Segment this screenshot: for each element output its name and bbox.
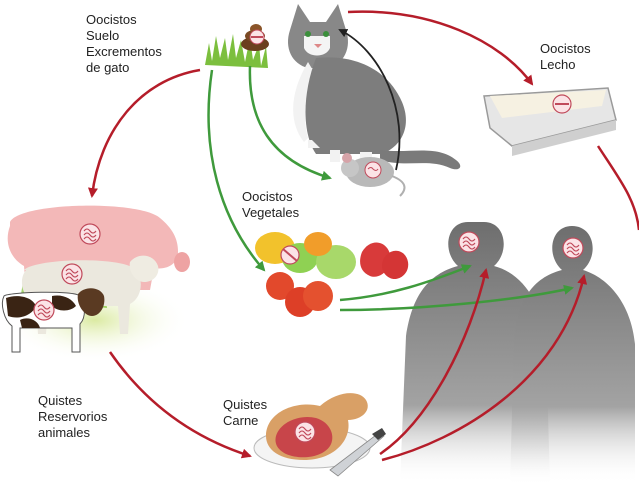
feces-icon (241, 24, 269, 51)
label-meat-line1: Quistes (223, 397, 268, 412)
label-vegetables-line2: Vegetales (242, 205, 300, 220)
arrow-soil-to-vegetables (207, 69, 266, 272)
label-litter-line1: Oocistos (540, 41, 591, 56)
vegetables-icon (255, 232, 409, 317)
label-soil-line2: Suelo (86, 28, 120, 43)
meat-icon (253, 393, 386, 477)
transmission-arrows (88, 10, 639, 462)
mouse-icon (341, 153, 406, 197)
arrow-feces-to-mouse (248, 65, 332, 181)
label-meat-cysts: Quistes Carne (223, 397, 267, 429)
litter-box-icon (483, 87, 617, 156)
label-litter-oocysts: Oocistos Lecho (540, 41, 591, 73)
animal-reservoirs (0, 205, 190, 362)
label-animals-line1: Quistes (38, 393, 83, 408)
cat-icon (288, 4, 461, 170)
arrow-vegetables-to-human2 (339, 284, 574, 312)
human-silhouette-icon (510, 226, 635, 484)
arrow-litter-to-humans (596, 145, 639, 231)
label-litter-line2: Lecho (540, 57, 576, 72)
label-animals-line3: animales (38, 425, 91, 440)
label-soil-line1: Oocistos (86, 12, 137, 27)
arrow-vegetables-to-human1 (339, 264, 472, 302)
arrow-meat-to-human2 (381, 274, 588, 462)
cow-icon (1, 288, 105, 353)
arrow-soil-to-animals (88, 68, 201, 198)
label-vegetables-line1: Oocistos (242, 189, 293, 204)
label-soil-line4: de gato (86, 60, 130, 75)
arrow-meat-to-human1 (379, 268, 490, 456)
label-soil-oocysts: Oocistos Suelo Excrementos de gato (86, 12, 162, 76)
grass-icon (205, 34, 268, 68)
arrow-animals-to-meat (108, 351, 252, 459)
label-vegetables-oocysts: Oocistos Vegetales (242, 189, 299, 221)
label-soil-line3: Excrementos (86, 44, 162, 59)
label-animals-line2: Reservorios (38, 409, 108, 424)
arrow-cat-to-litter (347, 10, 534, 86)
label-animal-cysts: Quistes Reservorios animales (38, 393, 107, 441)
label-meat-line2: Carne (223, 413, 259, 428)
arrow-mouse-to-cat (338, 29, 401, 171)
